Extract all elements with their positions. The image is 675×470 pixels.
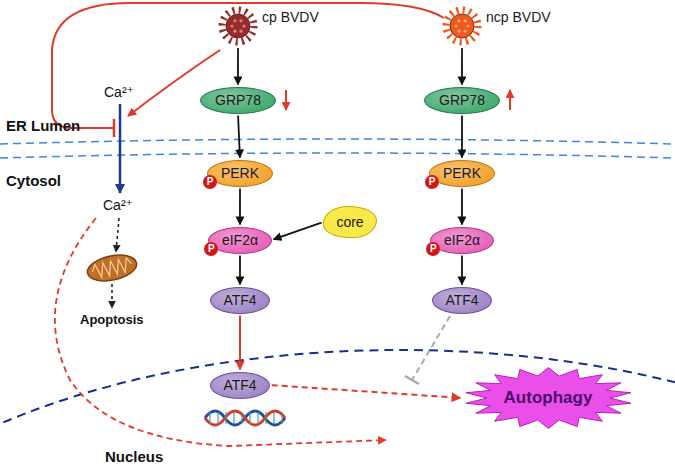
grp78-ellipse: GRP78 [424, 87, 499, 114]
region-label: Cytosol [6, 172, 61, 189]
phospho-mark: P [203, 175, 217, 189]
dna-rung [257, 412, 258, 424]
pathway-arrow [239, 189, 241, 225]
region-label: ER Lumen [6, 117, 80, 134]
virus-texture [233, 30, 236, 33]
virus-texture [463, 19, 466, 22]
core-protein: core [323, 206, 376, 238]
inhibition-bar [113, 119, 116, 137]
virus-capsid [450, 14, 474, 38]
virus-texture [457, 30, 460, 33]
node-label: eIF2α [222, 232, 258, 248]
node-label: eIF2α [444, 232, 480, 248]
virus-texture [457, 19, 460, 22]
calcium-flux-arrow [119, 104, 122, 193]
pathway-arrow [461, 256, 463, 285]
virus-texture [233, 19, 236, 22]
dna-rung [249, 412, 250, 424]
pathway-arrow [461, 116, 463, 158]
dna-rungs [210, 412, 282, 424]
node-label: GRP78 [439, 92, 485, 108]
perk-ellipse: PERK [207, 160, 273, 187]
virus-texture [239, 30, 242, 33]
node-label: ATF4 [445, 292, 478, 308]
virus-texture [239, 19, 242, 22]
phospho-mark: P [204, 242, 218, 256]
virus-texture [466, 24, 469, 27]
virus-texture [242, 24, 245, 27]
phospho-mark: P [425, 175, 439, 189]
phospho-mark: P [426, 242, 440, 256]
er-membrane [0, 153, 675, 158]
dna-rung [209, 412, 210, 424]
ncp-virus: ncp BVDV [442, 6, 551, 46]
pathway-arrow [273, 223, 321, 240]
dashed-inhibition-line [412, 316, 450, 380]
region-label: Nucleus [105, 448, 163, 465]
dashed-arrow [116, 218, 119, 252]
perk-ellipse: PERK [429, 160, 495, 187]
pathway-arrow [461, 189, 463, 225]
node-label: GRP78 [215, 92, 261, 108]
dna-helix [205, 411, 285, 425]
atf4-ellipse: ATF4 [210, 372, 270, 399]
node-label: Autophagy [504, 390, 593, 406]
dna-rung [241, 412, 242, 424]
region-label: Ca²⁺ [104, 84, 134, 100]
dna-strand [205, 411, 285, 425]
pathway-arrow [239, 316, 241, 370]
virus-texture [454, 24, 457, 27]
node-label: PERK [443, 165, 481, 181]
dashed-activation-arrow [55, 218, 386, 446]
grp78-ellipse: GRP78 [200, 87, 275, 114]
virus-icon [218, 6, 258, 46]
decrease-arrow [285, 90, 287, 110]
nuclear-envelope [0, 350, 675, 470]
er-membrane [0, 139, 675, 144]
atf4-ellipse: ATF4 [210, 287, 270, 314]
node-label: ATF4 [223, 292, 256, 308]
pathway-arrow [461, 48, 463, 85]
node-label: PERK [221, 165, 259, 181]
dna-rung [225, 412, 226, 424]
starburst-shape [466, 368, 631, 429]
dna-rung [217, 412, 218, 424]
dna-rung [273, 412, 274, 424]
dna-rung [281, 412, 282, 424]
increase-arrow [509, 90, 511, 110]
pathway-arrow [272, 385, 461, 398]
region-label: Ca²⁺ [103, 197, 133, 213]
dna-rung [265, 412, 266, 424]
dna-rung [233, 412, 234, 424]
pathway-arrow [238, 115, 240, 157]
pathway-arrow [239, 256, 241, 285]
autophagy-starburst: Autophagy [463, 367, 634, 429]
virus-icon [442, 6, 482, 46]
virus-spikes [222, 10, 254, 42]
virus-spikes [446, 10, 478, 42]
dna-strand [205, 411, 285, 425]
virus-label: ncp BVDV [486, 6, 551, 25]
mitochondrion-cristae [91, 257, 133, 279]
node-label: core [336, 214, 363, 230]
virus-capsid [226, 14, 250, 38]
virus-label: cp BVDV [262, 6, 319, 25]
node-label: ATF4 [223, 377, 256, 393]
cp-virus: cp BVDV [218, 6, 319, 46]
inhibition-bar [405, 376, 419, 384]
region-label: Apoptosis [80, 312, 144, 327]
virus-texture [463, 30, 466, 33]
mitochondrion-outer [85, 251, 139, 285]
inhibition-line [52, 3, 444, 128]
pathway-arrow [237, 48, 239, 85]
atf4-ellipse: ATF4 [432, 287, 492, 314]
virus-texture [230, 24, 233, 27]
dashed-arrow [111, 284, 113, 308]
mitochondrion [85, 251, 139, 285]
